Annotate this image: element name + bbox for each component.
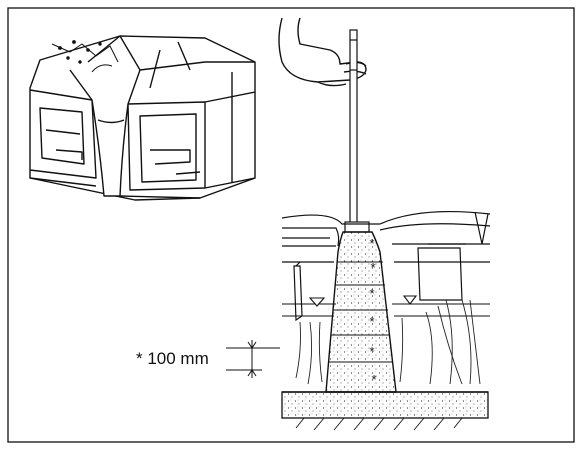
layer-marker: * <box>370 260 375 275</box>
layer-marker: * <box>369 314 374 329</box>
concrete-column <box>325 231 397 393</box>
ground-slab <box>281 391 489 431</box>
figure-border <box>7 7 575 443</box>
tamping-rod-icon <box>344 29 370 233</box>
layer-marker: * <box>369 344 374 359</box>
flow-streaks <box>295 299 481 385</box>
dimension-label: * 100 mm <box>136 349 209 368</box>
inset-cutaway-drawing <box>29 35 256 201</box>
dimension-annotation: * 100 mm <box>136 340 280 378</box>
layer-marker: * <box>369 236 374 251</box>
water-level-triangle-icon <box>308 297 326 307</box>
hand-holding-rod-icon <box>278 17 367 87</box>
water-level-markers <box>282 295 490 317</box>
layer-markers: * * * * * * <box>369 236 376 387</box>
layer-marker: * <box>369 286 374 301</box>
water-level-triangle-icon <box>402 295 418 305</box>
layer-marker: * <box>371 372 376 387</box>
